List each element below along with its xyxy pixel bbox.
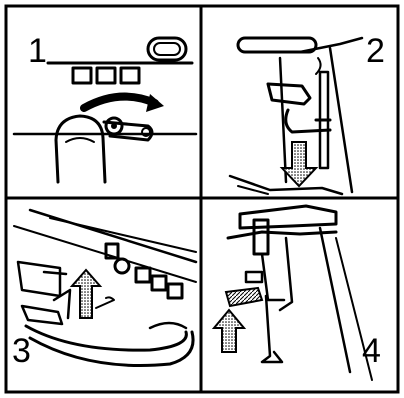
panel-1: 1 [14,32,196,182]
panel-4: 4 [214,206,381,380]
step-number-1: 1 [28,32,47,70]
up-arrow-icon [214,310,244,352]
square-key-icon [152,276,166,290]
up-arrow-icon [72,270,100,318]
round-dial-icon [115,259,129,273]
finger-icon [56,116,105,182]
hatched-panel-icon [226,288,262,306]
step-number-2: 2 [366,32,385,70]
square-button-icon [73,68,91,83]
square-button-icon [97,68,115,83]
clip-icon [254,220,268,254]
panel-3: 3 [12,210,196,370]
lever-arm-icon [268,84,310,104]
knob-lever-icon [104,122,152,140]
square-button-icon [121,68,139,83]
step-number-3: 3 [12,332,31,370]
panel-2: 2 [230,32,385,194]
square-key-icon [136,268,150,282]
square-key-icon [168,284,182,298]
